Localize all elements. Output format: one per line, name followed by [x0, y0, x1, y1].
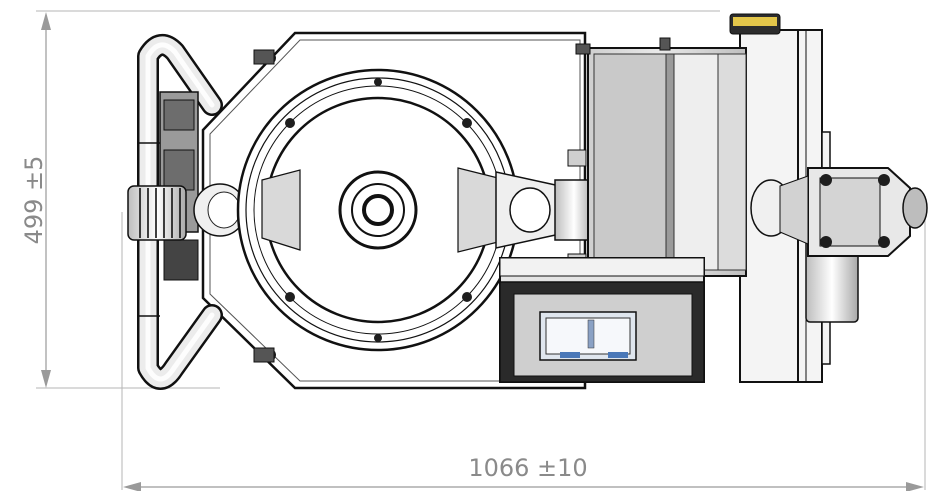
main-circular-tank: [236, 52, 520, 361]
width-dimension: 1066 ±10: [121, 200, 926, 491]
height-dimension-label: 499 ±5: [20, 156, 48, 245]
control-panel: [499, 257, 705, 383]
yellow-filler-cap: [729, 13, 781, 35]
frame-feet: [253, 43, 591, 363]
width-dimension-label: 1066 ±10: [468, 454, 587, 482]
height-dimension: 499 ±5: [20, 10, 720, 389]
right-outlet-flange: [750, 167, 928, 323]
electrical-box: [587, 37, 747, 277]
